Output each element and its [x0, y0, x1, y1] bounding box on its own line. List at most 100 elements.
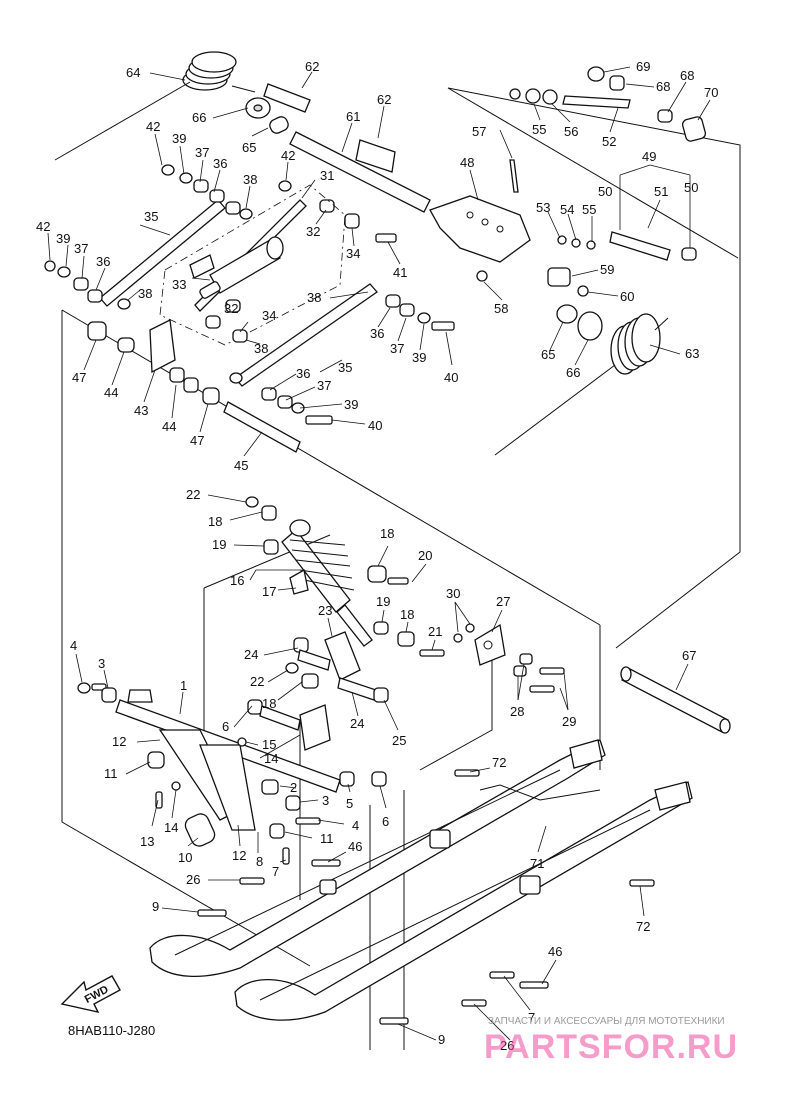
- callout-55: 55: [532, 122, 546, 137]
- callout-11: 11: [320, 831, 334, 846]
- callout-6: 6: [382, 814, 389, 829]
- diagram-code: 8HAB110-J280: [68, 1023, 155, 1038]
- torsion-spring-left: [54, 51, 256, 161]
- callout-22: 22: [186, 487, 200, 502]
- rear-arm-assembly: [77, 682, 387, 865]
- callout-18: 18: [262, 696, 276, 711]
- callout-26: 26: [500, 1038, 514, 1053]
- callout-66: 66: [192, 110, 206, 125]
- callout-44: 44: [104, 385, 118, 400]
- callout-53: 53: [536, 200, 550, 215]
- callout-40: 40: [444, 370, 458, 385]
- callout-21: 21: [428, 624, 442, 639]
- callout-63: 63: [685, 346, 699, 361]
- callout-50: 50: [598, 184, 612, 199]
- callout-67: 67: [682, 648, 696, 663]
- callout-15: 15: [262, 737, 276, 752]
- callout-17: 17: [262, 584, 276, 599]
- callout-9: 9: [152, 899, 159, 914]
- callout-35: 35: [144, 209, 158, 224]
- callout-32: 32: [224, 301, 238, 316]
- callout-66: 66: [566, 365, 580, 380]
- callout-37: 37: [317, 378, 331, 393]
- upper-shafts: [245, 66, 707, 213]
- callout-14: 14: [264, 751, 278, 766]
- callout-35: 35: [338, 360, 352, 375]
- callout-38: 38: [138, 286, 152, 301]
- callout-40: 40: [368, 418, 382, 433]
- callout-37: 37: [74, 241, 88, 256]
- callout-31: 31: [320, 168, 334, 183]
- callout-38: 38: [307, 290, 321, 305]
- callout-37: 37: [195, 145, 209, 160]
- torsion-spring-right: [494, 313, 669, 456]
- callout-18: 18: [400, 607, 414, 622]
- callout-24: 24: [244, 647, 258, 662]
- callout-61: 61: [346, 109, 360, 124]
- callout-43: 43: [134, 403, 148, 418]
- callout-52: 52: [602, 134, 616, 149]
- callout-23: 23: [318, 603, 332, 618]
- rear-axle-shaft: [620, 666, 731, 734]
- callout-5: 5: [346, 796, 353, 811]
- callout-49: 49: [642, 149, 656, 164]
- shock-linkage: [285, 623, 565, 703]
- callout-36: 36: [96, 254, 110, 269]
- callout-7: 7: [528, 1010, 535, 1025]
- callout-54: 54: [560, 202, 574, 217]
- pivot-bracket: [429, 159, 697, 341]
- pivot-assembly-outline: [447, 87, 741, 649]
- callout-64: 64: [126, 65, 140, 80]
- callout-65: 65: [541, 347, 555, 362]
- callout-16: 16: [230, 573, 244, 588]
- callout-12: 12: [112, 734, 126, 749]
- callout-39: 39: [56, 231, 70, 246]
- callout-42: 42: [146, 119, 160, 134]
- rail-bolts: [197, 769, 655, 1025]
- callout-57: 57: [472, 124, 486, 139]
- callout-46: 46: [548, 944, 562, 959]
- callout-3: 3: [322, 793, 329, 808]
- callout-19: 19: [376, 594, 390, 609]
- slide-rail-right: [234, 781, 693, 1021]
- callout-68: 68: [680, 68, 694, 83]
- callout-32: 32: [306, 224, 320, 239]
- watermark-brand: PARTSFOR.RU: [484, 1028, 738, 1066]
- callout-33: 33: [172, 277, 186, 292]
- callout-10: 10: [178, 850, 192, 865]
- callout-69: 69: [636, 59, 650, 74]
- callout-18: 18: [208, 514, 222, 529]
- callout-labels: 64 62 62 66 65 61 42 39 37 36 38 42 31 3…: [36, 59, 718, 1053]
- upper-shock-assembly: [159, 184, 346, 346]
- callout-9: 9: [438, 1032, 445, 1047]
- slide-rail-left: [149, 739, 606, 977]
- callout-3: 3: [98, 656, 105, 671]
- callout-42: 42: [281, 148, 295, 163]
- callout-13: 13: [140, 834, 154, 849]
- callout-39: 39: [412, 350, 426, 365]
- callout-46: 46: [348, 839, 362, 854]
- callout-60: 60: [620, 289, 634, 304]
- front-arm-lower: [87, 319, 301, 453]
- callout-47: 47: [190, 433, 204, 448]
- callout-42: 42: [36, 219, 50, 234]
- callout-2: 2: [290, 780, 297, 795]
- callout-45: 45: [234, 458, 248, 473]
- callout-59: 59: [600, 262, 614, 277]
- callout-56: 56: [564, 124, 578, 139]
- callout-44: 44: [162, 419, 176, 434]
- callout-8: 8: [256, 854, 263, 869]
- callout-18: 18: [380, 526, 394, 541]
- callout-48: 48: [460, 155, 474, 170]
- callout-11: 11: [104, 766, 118, 781]
- watermark: ЗАПЧАСТИ И АКСЕССУАРЫ ДЛЯ МОТОТЕХНИКИ PA…: [484, 1016, 738, 1066]
- callout-6: 6: [222, 719, 229, 734]
- callout-72: 72: [636, 919, 650, 934]
- callout-28: 28: [510, 704, 524, 719]
- callout-71: 71: [530, 856, 544, 871]
- callout-58: 58: [494, 301, 508, 316]
- callout-14: 14: [164, 820, 178, 835]
- callout-37: 37: [390, 341, 404, 356]
- callout-41: 41: [393, 265, 407, 280]
